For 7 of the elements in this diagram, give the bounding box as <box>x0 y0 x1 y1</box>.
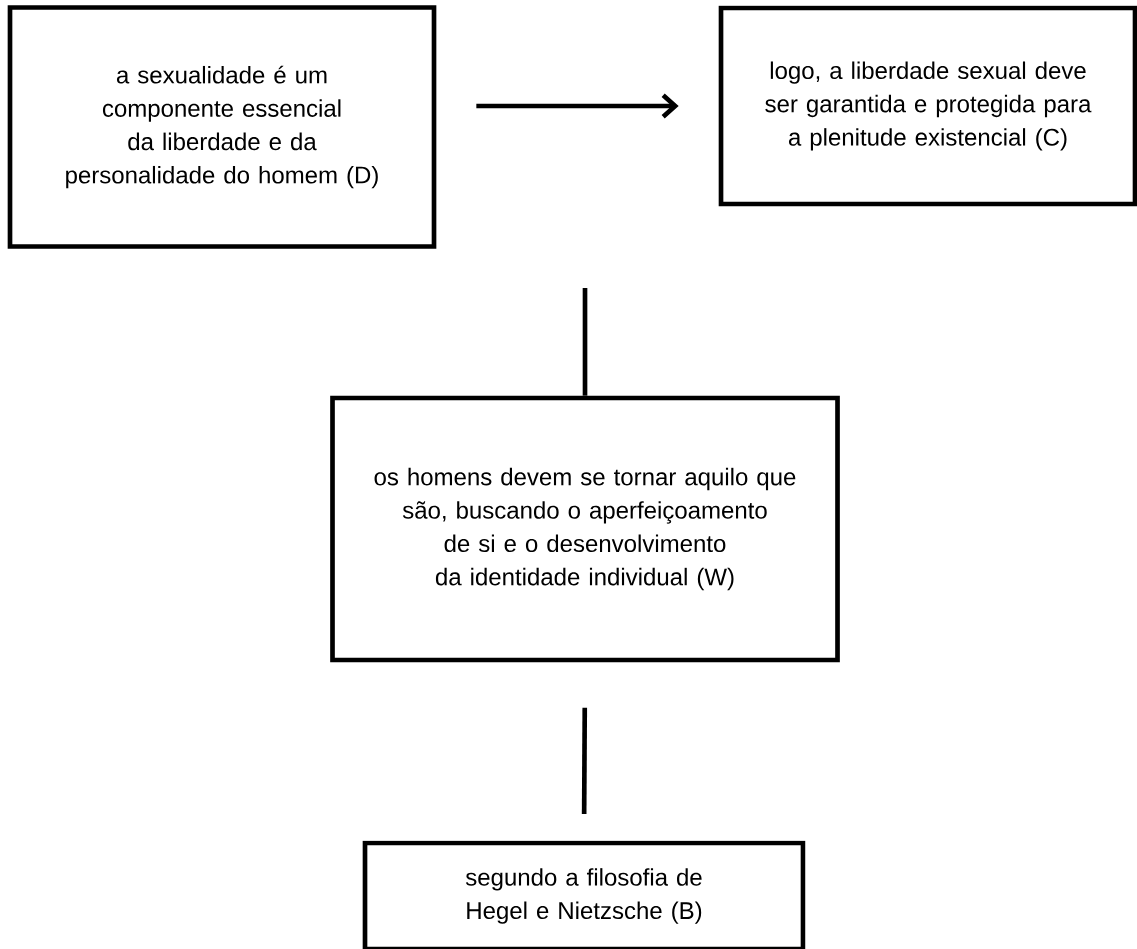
text-box: logo, a liberdade sexual deve ser garantida e protegida para a plenitude existencial (C) <box>718 5 1137 207</box>
text-box: os homens devem se tornar aquilo que são, buscando o aperfeiçoamento de si e o desenvolvimento da identidade individual (W) <box>330 395 840 663</box>
connector-line <box>476 93 679 119</box>
connector-line <box>581 707 588 815</box>
text-box: segundo a filosofia de Hegel e Nietzsche (B) <box>362 840 806 949</box>
connector-line <box>582 288 588 396</box>
text-box: a sexualidade é um componente essencial da liberdade e da personalidade do homem (D) <box>7 5 437 249</box>
